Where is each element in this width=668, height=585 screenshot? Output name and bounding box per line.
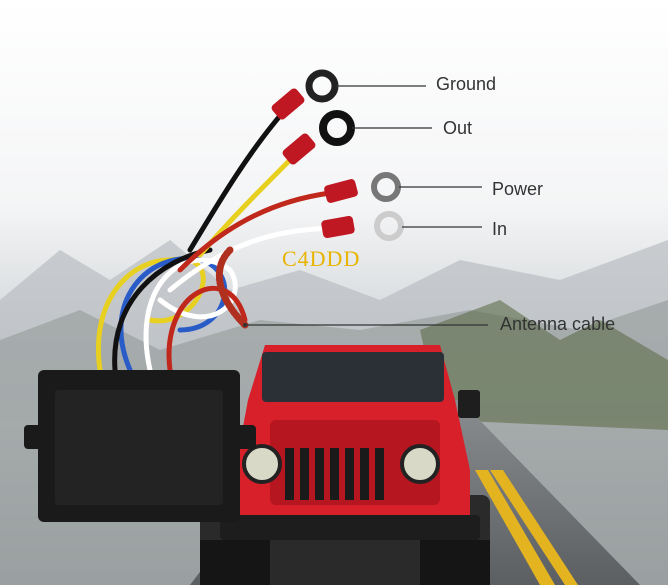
label-out: Out	[443, 118, 473, 138]
label-ground: Ground	[436, 74, 497, 94]
ring-terminals	[271, 69, 404, 241]
red-jeep	[200, 345, 490, 585]
wire-harness	[96, 107, 333, 373]
watermark: C4DDD	[282, 246, 361, 271]
antenna-module-box	[24, 370, 256, 522]
leader-lines	[245, 85, 488, 326]
label-in: In	[492, 219, 508, 239]
label-power: Power	[492, 179, 544, 199]
label-antenna-cable: Antenna cable	[500, 314, 616, 334]
